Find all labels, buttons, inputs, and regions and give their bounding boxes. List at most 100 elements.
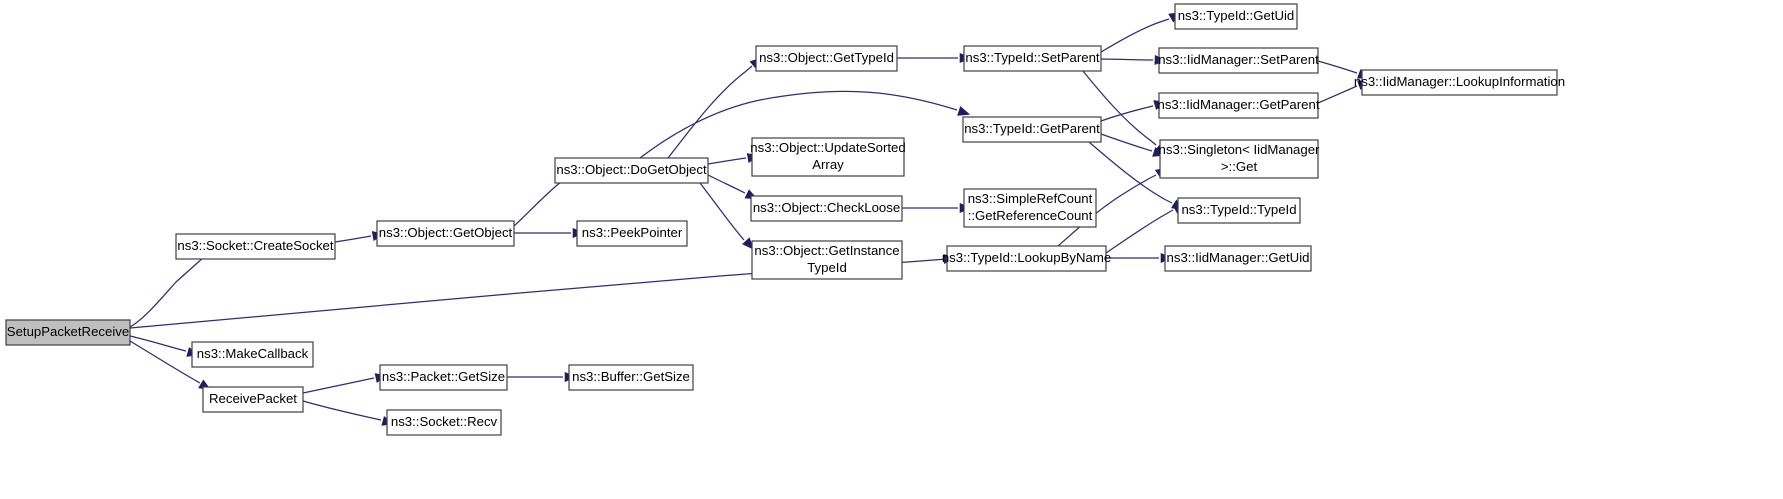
- arrowhead-icon: [957, 106, 971, 116]
- node-label: ns3::Object::DoGetObject: [556, 162, 707, 177]
- node-box[interactable]: [1164, 245, 1312, 272]
- graph-node[interactable]: ns3::Buffer::GetSize: [568, 364, 694, 391]
- node-box[interactable]: [202, 386, 304, 413]
- call-edge: [1082, 70, 1157, 146]
- graph-node[interactable]: ns3::TypeId::TypeId: [1177, 197, 1301, 224]
- node-label: ns3::MakeCallback: [197, 346, 309, 361]
- node-box[interactable]: [1159, 139, 1319, 179]
- graph-node[interactable]: SetupPacketReceive: [5, 319, 131, 346]
- node-box[interactable]: [755, 45, 898, 72]
- node-box[interactable]: [379, 364, 508, 391]
- graph-node[interactable]: ns3::Socket::Recv: [386, 409, 502, 436]
- node-label: ns3::Buffer::GetSize: [572, 369, 690, 384]
- graph-node[interactable]: ns3::Object::CheckLoose: [750, 195, 903, 222]
- call-edge: [302, 377, 375, 394]
- graph-node[interactable]: ns3::MakeCallback: [191, 341, 314, 368]
- graph-node[interactable]: ns3::PeekPointer: [576, 220, 688, 247]
- node-box[interactable]: [386, 409, 502, 436]
- node-label: Array: [812, 157, 844, 172]
- graph-node[interactable]: ns3::TypeId::LookupByName: [942, 245, 1111, 272]
- graph-node[interactable]: ns3::IidManager::SetParent: [1158, 47, 1319, 74]
- call-edge: [699, 182, 745, 241]
- node-box[interactable]: [576, 220, 688, 247]
- node-label: ns3::TypeId::TypeId: [1181, 202, 1296, 217]
- call-edge: [1100, 105, 1154, 122]
- node-label: TypeId: [807, 260, 847, 275]
- graph-node[interactable]: ns3::SimpleRefCount::GetReferenceCount: [963, 188, 1097, 228]
- call-edge: [707, 157, 747, 165]
- node-box[interactable]: [554, 157, 709, 184]
- call-edge: [129, 340, 201, 384]
- node-label: ::GetReferenceCount: [968, 208, 1093, 223]
- node-box[interactable]: [175, 233, 336, 260]
- node-label: ns3::Object::GetObject: [379, 225, 513, 240]
- graph-node[interactable]: ns3::Object::GetObject: [376, 220, 515, 247]
- graph-node[interactable]: ns3::Object::GetTypeId: [755, 45, 898, 72]
- call-edge: [1317, 85, 1358, 104]
- graph-node[interactable]: ns3::Singleton< IidManager>::Get: [1159, 139, 1321, 179]
- node-box[interactable]: [946, 245, 1107, 272]
- node-label: ns3::IidManager::LookupInformation: [1354, 74, 1565, 89]
- node-label: ns3::IidManager::SetParent: [1158, 52, 1319, 67]
- node-box[interactable]: [750, 195, 903, 222]
- graph-node[interactable]: ns3::Object::DoGetObject: [554, 157, 709, 184]
- graph-node[interactable]: ns3::Socket::CreateSocket: [175, 233, 336, 260]
- call-edge: [1057, 174, 1157, 247]
- call-edge: [513, 177, 567, 227]
- call-edge: [1100, 18, 1170, 53]
- graph-node[interactable]: ns3::IidManager::LookupInformation: [1354, 69, 1565, 96]
- node-label: ns3::Object::GetTypeId: [759, 50, 894, 65]
- edges-layer: [129, 18, 1358, 421]
- call-edge: [707, 174, 746, 194]
- node-label: ns3::TypeId::SetParent: [965, 50, 1099, 65]
- node-label: ns3::TypeId::GetUid: [1178, 8, 1295, 23]
- node-label: ns3::PeekPointer: [582, 225, 683, 240]
- graph-node[interactable]: ns3::Packet::GetSize: [379, 364, 508, 391]
- node-label: ns3::Singleton< IidManager: [1159, 142, 1321, 157]
- node-box[interactable]: [963, 188, 1097, 228]
- node-box-current[interactable]: [5, 319, 131, 346]
- call-edge: [1100, 58, 1154, 61]
- graph-node[interactable]: ns3::IidManager::GetUid: [1164, 245, 1312, 272]
- graph-node[interactable]: ns3::IidManager::GetParent: [1157, 92, 1320, 119]
- nodes-layer: SetupPacketReceive ns3::Socket::CreateSoc…: [5, 3, 1565, 436]
- call-edge: [1317, 60, 1358, 74]
- call-edge: [667, 65, 753, 159]
- node-label: ns3::TypeId::GetParent: [964, 121, 1100, 136]
- node-label: ns3::Packet::GetSize: [382, 369, 505, 384]
- node-box[interactable]: [963, 45, 1102, 72]
- node-box[interactable]: [1361, 69, 1558, 96]
- call-edge: [639, 90, 958, 159]
- node-box[interactable]: [568, 364, 694, 391]
- graph-node[interactable]: ns3::TypeId::GetUid: [1174, 3, 1298, 30]
- node-box[interactable]: [751, 137, 905, 177]
- node-label: ns3::Socket::CreateSocket: [177, 238, 333, 253]
- graph-node[interactable]: ns3::TypeId::GetParent: [962, 116, 1102, 143]
- node-box[interactable]: [1158, 92, 1319, 119]
- call-edge: [302, 400, 382, 421]
- call-edge: [1088, 141, 1173, 204]
- graph-node[interactable]: ReceivePacket: [202, 386, 304, 413]
- node-box[interactable]: [751, 240, 903, 280]
- node-label: ns3::IidManager::GetUid: [1167, 250, 1310, 265]
- node-label: ns3::TypeId::LookupByName: [942, 250, 1111, 265]
- call-edge: [129, 335, 187, 352]
- node-box[interactable]: [191, 341, 314, 368]
- node-box[interactable]: [1174, 3, 1298, 30]
- node-label: ns3::IidManager::GetParent: [1157, 97, 1319, 112]
- node-label: SetupPacketReceive: [7, 324, 129, 339]
- node-box[interactable]: [1158, 47, 1319, 74]
- node-box[interactable]: [1177, 197, 1301, 224]
- node-box[interactable]: [376, 220, 515, 247]
- call-edge: [1100, 133, 1153, 152]
- node-label: >::Get: [1221, 159, 1258, 174]
- node-label: ns3::SimpleRefCount: [968, 191, 1093, 206]
- graph-node[interactable]: ns3::TypeId::SetParent: [963, 45, 1102, 72]
- call-edge: [1105, 209, 1174, 254]
- node-label: ns3::Socket::Recv: [391, 414, 498, 429]
- node-box[interactable]: [962, 116, 1102, 143]
